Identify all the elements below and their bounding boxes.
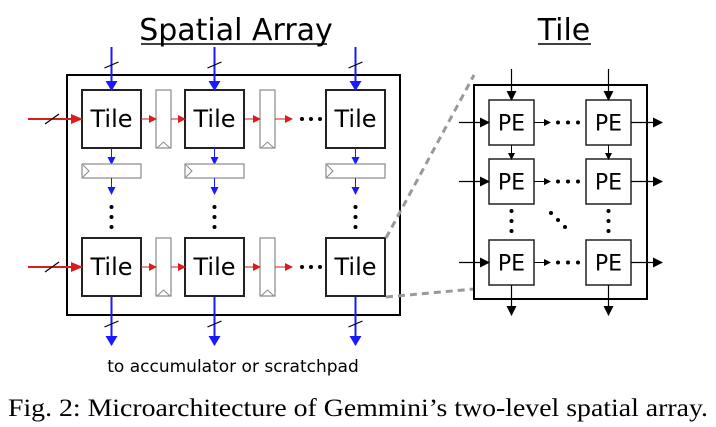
vertical-ellipsis-dot bbox=[509, 229, 514, 233]
vertical-ellipsis-dot bbox=[212, 215, 217, 219]
tile-label: Tile bbox=[192, 105, 235, 133]
pipeline-register bbox=[155, 89, 172, 149]
horizontal-ellipsis-dot bbox=[566, 260, 570, 265]
tile-detail-title: Tile bbox=[537, 13, 591, 48]
diagonal-ellipsis-dot bbox=[556, 218, 560, 222]
register-clock-icon bbox=[156, 141, 171, 149]
vertical-ellipsis-dot bbox=[109, 225, 114, 229]
vertical-ellipsis-dot bbox=[606, 219, 611, 223]
spatial-array-box bbox=[66, 74, 401, 316]
pipeline-register bbox=[184, 163, 245, 179]
vertical-ellipsis-dot bbox=[509, 219, 514, 223]
bus-width-slash bbox=[44, 261, 60, 273]
register-clock-icon bbox=[260, 289, 275, 297]
horizontal-ellipsis-dot bbox=[566, 179, 570, 184]
pipeline-register bbox=[259, 237, 276, 297]
vertical-ellipsis-dot bbox=[353, 215, 358, 219]
pe-box bbox=[585, 158, 632, 205]
tile-label: Tile bbox=[333, 253, 376, 281]
register-clock-icon bbox=[156, 289, 171, 297]
spatial-array-heading: Spatial Array bbox=[139, 13, 333, 48]
register-clock-icon bbox=[82, 164, 90, 178]
tile-box bbox=[184, 237, 245, 297]
register-clock-icon bbox=[260, 141, 275, 149]
bus-width-slash bbox=[104, 320, 119, 328]
tile-detail-box bbox=[473, 84, 648, 300]
vertical-ellipsis-dot bbox=[606, 229, 611, 233]
pipeline-register bbox=[259, 89, 276, 149]
bus-width-slash bbox=[348, 320, 363, 328]
horizontal-ellipsis-dot bbox=[309, 265, 313, 269]
horizontal-ellipsis-dot bbox=[566, 120, 570, 125]
diagonal-ellipsis-dot bbox=[549, 211, 553, 215]
horizontal-ellipsis-dot bbox=[576, 120, 580, 125]
pe-grid: PE PE PE PE PE PE bbox=[459, 69, 663, 316]
tile-label: Tile bbox=[333, 105, 376, 133]
bus-width-slash bbox=[44, 113, 60, 125]
zoom-dash-top bbox=[384, 74, 476, 239]
vertical-ellipsis-dot bbox=[109, 205, 114, 209]
pipeline-register bbox=[155, 237, 172, 297]
pe-label: PE bbox=[498, 171, 525, 196]
vertical-ellipsis-dot bbox=[109, 215, 114, 219]
vertical-ellipsis-dot bbox=[212, 225, 217, 229]
diagonal-ellipsis-dot bbox=[563, 225, 567, 229]
tile-label: Tile bbox=[89, 105, 132, 133]
horizontal-ellipsis-dot bbox=[300, 117, 304, 121]
vertical-ellipsis-dot bbox=[606, 209, 611, 213]
pipeline-register bbox=[81, 163, 142, 179]
spatial-array-title: Spatial Array bbox=[139, 13, 333, 48]
pe-label: PE bbox=[595, 171, 622, 196]
vertical-ellipsis-dot bbox=[212, 205, 217, 209]
bus-width-slash bbox=[348, 61, 363, 69]
bus-width-slash bbox=[104, 61, 119, 69]
horizontal-ellipsis-dot bbox=[318, 117, 322, 121]
vertical-ellipsis-dot bbox=[353, 225, 358, 229]
bus-width-slash bbox=[207, 320, 222, 328]
register-clock-icon bbox=[326, 164, 334, 178]
horizontal-ellipsis-dot bbox=[318, 265, 322, 269]
register-clock-icon bbox=[185, 164, 193, 178]
vertical-ellipsis-dot bbox=[509, 209, 514, 213]
figure-caption: Fig. 2: Microarchitecture of Gemmini’s t… bbox=[8, 395, 708, 422]
output-label: to accumulator or scratchpad bbox=[107, 357, 358, 377]
tile-label: Tile bbox=[89, 253, 132, 281]
pe-label: PE bbox=[498, 252, 525, 277]
horizontal-ellipsis-dot bbox=[576, 179, 580, 184]
tile-heading: Tile bbox=[537, 13, 591, 48]
horizontal-ellipsis-dot bbox=[556, 120, 560, 125]
bus-width-slash bbox=[207, 61, 222, 69]
pe-label: PE bbox=[595, 112, 622, 137]
pe-label: PE bbox=[595, 252, 622, 277]
horizontal-ellipsis-dot bbox=[556, 179, 560, 184]
tile-label: Tile bbox=[192, 253, 235, 281]
tile-box bbox=[325, 89, 386, 149]
vertical-ellipsis-dot bbox=[353, 205, 358, 209]
zoom-dash-bottom bbox=[385, 287, 475, 299]
tile-box bbox=[325, 237, 386, 297]
horizontal-ellipsis-dot bbox=[576, 260, 580, 265]
horizontal-ellipsis-dot bbox=[309, 117, 313, 121]
horizontal-ellipsis-dot bbox=[300, 265, 304, 269]
pipeline-register bbox=[325, 163, 386, 179]
pe-label: PE bbox=[498, 112, 525, 137]
horizontal-ellipsis-dot bbox=[556, 260, 560, 265]
